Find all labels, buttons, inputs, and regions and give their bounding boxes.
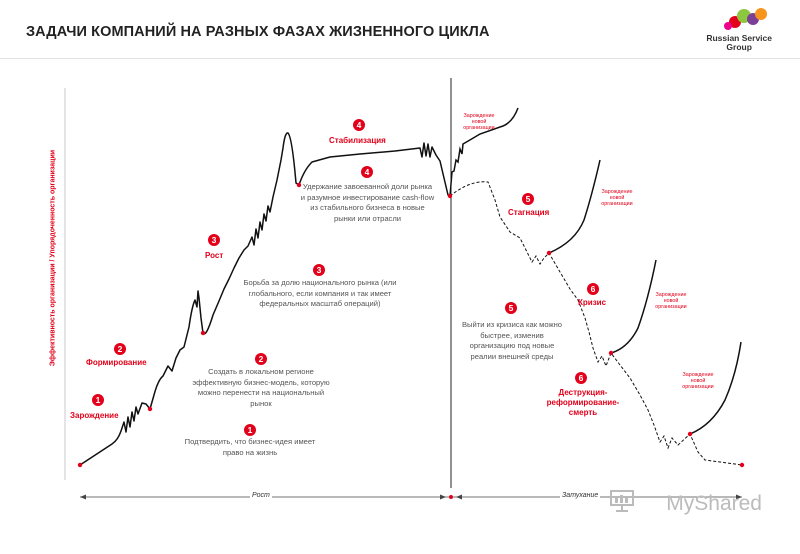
point-stage-4: [296, 182, 302, 188]
label-stage-4: Стабилизация: [329, 136, 386, 145]
note-new-org-4: Зарождение новой организации: [682, 372, 714, 391]
label-stage-1: Зарождение: [70, 411, 119, 420]
page-title: ЗАДАЧИ КОМПАНИЙ НА РАЗНЫХ ФАЗАХ ЖИЗНЕННО…: [26, 24, 490, 40]
label-stage-6-crisis: Кризис: [578, 298, 607, 307]
badge-stage-5: 5: [522, 193, 534, 205]
x-axis-arrow-mid-right: [456, 494, 462, 500]
goal-stage-2: Создать в локальном регионе эффективную …: [192, 367, 330, 408]
note-new-org-1: Зарождение новой организации: [463, 113, 495, 132]
presentation-board-icon: [610, 490, 634, 512]
branch-curve-4: [689, 341, 742, 435]
logo-bubbles-icon: [724, 8, 767, 30]
x-axis-label-growth: Рост: [250, 492, 272, 499]
point-stage-1: [77, 462, 83, 468]
goal-stage-5: Выйти из кризиса как можно быстрее, изме…: [461, 320, 563, 361]
x-axis-arrow-mid-left: [440, 494, 446, 500]
logo-text: Russian Service Group: [706, 34, 772, 52]
label-stage-6-destruction: Деструкция-реформирование-смерть: [546, 388, 620, 417]
x-axis-label-decline: Затухание: [560, 492, 601, 499]
y-axis-label: Эффективность организации / Упорядоченно…: [49, 149, 57, 367]
badge-stage-2: 2: [114, 343, 126, 355]
badge-goal-3: 3: [313, 264, 325, 276]
badge-stage-4: 4: [353, 119, 365, 131]
badge-stage-3: 3: [208, 234, 220, 246]
x-axis-arrow-right: [736, 494, 742, 500]
goal-stage-4: Удержание завоеванной доли рынка и разум…: [300, 182, 435, 223]
point-end: [739, 462, 745, 468]
badge-goal-1: 1: [244, 424, 256, 436]
point-stage-5: [447, 193, 453, 199]
branch-curve-1: [449, 107, 519, 197]
branch-curve-2: [548, 159, 601, 254]
label-stage-5: Стагнация: [508, 208, 550, 217]
logo-line1: Russian Service: [706, 33, 772, 43]
point-branch-2: [546, 250, 552, 256]
point-branch-3: [608, 350, 614, 356]
badge-stage-6-crisis: 6: [587, 283, 599, 295]
note-new-org-3: Зарождение новой организации: [655, 292, 687, 311]
badge-stage-1: 1: [92, 394, 104, 406]
x-axis-arrow-left: [80, 494, 86, 500]
badge-goal-4: 4: [361, 166, 373, 178]
goal-stage-3: Борьба за долю национального рынка (или …: [243, 278, 397, 308]
point-branch-4: [687, 431, 693, 437]
note-new-org-2: Зарождение новой организации: [601, 189, 633, 208]
label-stage-2: Формирование: [86, 358, 147, 367]
branch-curve-3: [610, 259, 657, 354]
watermark: MyShared: [666, 492, 762, 515]
x-axis-center-dot: [449, 495, 453, 499]
goal-stage-1: Подтвердить, что бизнес-идея имеет право…: [184, 437, 316, 457]
label-stage-3: Рост: [205, 251, 224, 260]
header-divider: [0, 58, 800, 59]
badge-stage-6-destruction: 6: [575, 372, 587, 384]
badge-goal-5: 5: [505, 302, 517, 314]
logo-line2: Group: [726, 42, 752, 52]
point-stage-3: [200, 330, 206, 336]
point-stage-2: [147, 406, 153, 412]
badge-goal-2: 2: [255, 353, 267, 365]
